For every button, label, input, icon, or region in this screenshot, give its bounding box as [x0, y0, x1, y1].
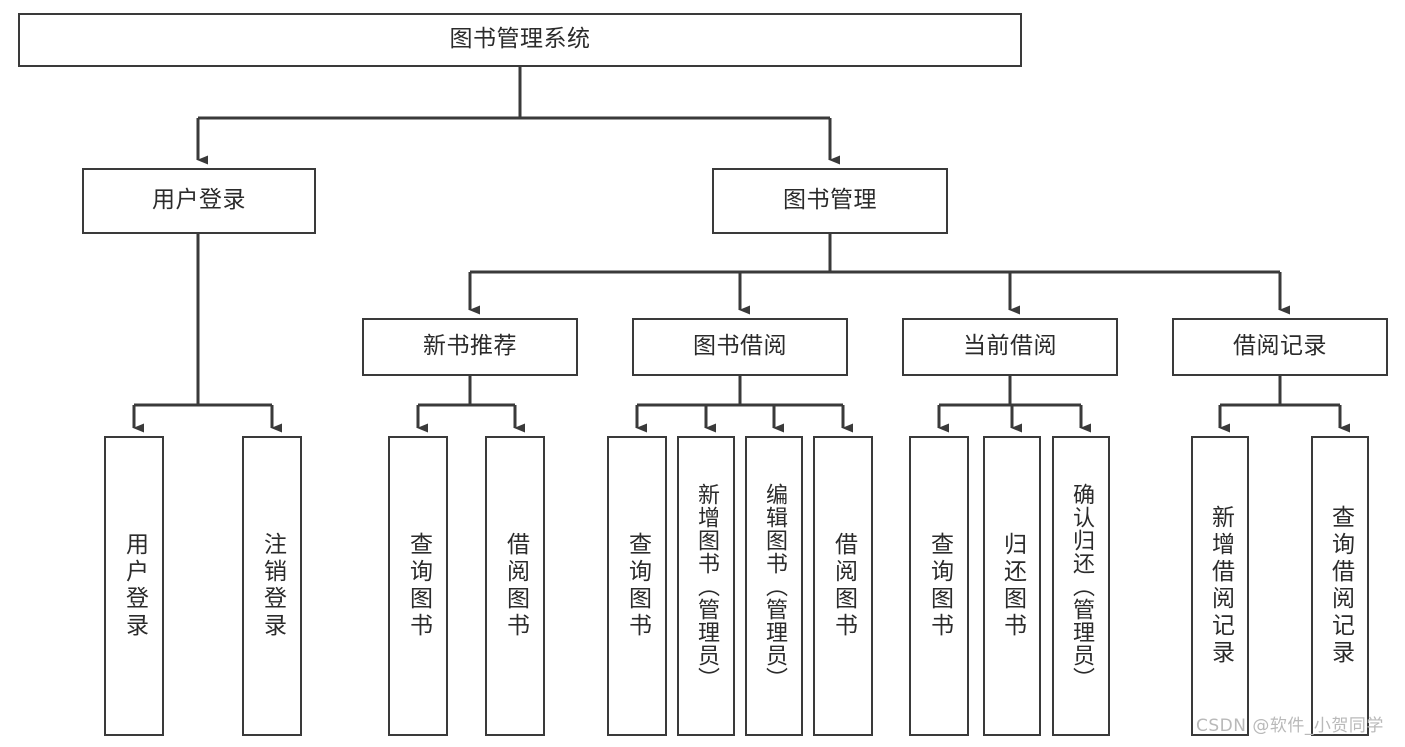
node-leaf-query-book-cur[interactable]: 查询图书	[909, 436, 969, 736]
node-label-leaf-user-login: 用户登录	[121, 532, 148, 640]
node-label-leaf-query-book-cur: 查询图书	[926, 532, 953, 640]
node-label-leaf-borrow-book: 借阅图书	[830, 532, 857, 640]
node-current-borrow[interactable]: 当前借阅	[902, 318, 1118, 376]
watermark-text: CSDN @软件_小贺同学	[1196, 716, 1384, 736]
node-leaf-logout[interactable]: 注销登录	[242, 436, 302, 736]
node-label-root: 图书管理系统	[449, 26, 591, 53]
node-label-leaf-confirm-return: 确认归还（管理员）	[1069, 482, 1094, 690]
node-label-leaf-add-record: 新增借阅记录	[1207, 505, 1234, 667]
node-label-leaf-add-book: 新增图书（管理员）	[694, 482, 719, 690]
node-new-book-recommend[interactable]: 新书推荐	[362, 318, 578, 376]
node-label-borrow-record: 借阅记录	[1233, 333, 1327, 360]
node-leaf-add-book[interactable]: 新增图书（管理员）	[677, 436, 735, 736]
node-label-leaf-return-book: 归还图书	[999, 532, 1026, 640]
node-user-login[interactable]: 用户登录	[82, 168, 316, 234]
node-book-manage[interactable]: 图书管理	[712, 168, 948, 234]
node-leaf-borrow-book[interactable]: 借阅图书	[813, 436, 873, 736]
node-leaf-user-login[interactable]: 用户登录	[104, 436, 164, 736]
node-leaf-confirm-return[interactable]: 确认归还（管理员）	[1052, 436, 1110, 736]
node-label-book-borrow: 图书借阅	[693, 333, 787, 360]
node-leaf-borrow-book-rec[interactable]: 借阅图书	[485, 436, 545, 736]
node-label-leaf-query-book-borrow: 查询图书	[624, 532, 651, 640]
node-label-leaf-query-book-rec: 查询图书	[405, 532, 432, 640]
node-label-book-manage: 图书管理	[783, 187, 877, 214]
node-leaf-query-book-borrow[interactable]: 查询图书	[607, 436, 667, 736]
node-leaf-add-record[interactable]: 新增借阅记录	[1191, 436, 1249, 736]
node-root-system[interactable]: 图书管理系统	[18, 13, 1022, 67]
node-label-user-login: 用户登录	[152, 187, 246, 214]
node-label-leaf-borrow-book-rec: 借阅图书	[502, 532, 529, 640]
node-borrow-record[interactable]: 借阅记录	[1172, 318, 1388, 376]
node-leaf-return-book[interactable]: 归还图书	[983, 436, 1041, 736]
node-label-current-borrow: 当前借阅	[963, 333, 1057, 360]
node-label-new-book-recommend: 新书推荐	[423, 333, 517, 360]
node-leaf-edit-book[interactable]: 编辑图书（管理员）	[745, 436, 803, 736]
node-leaf-query-book-rec[interactable]: 查询图书	[388, 436, 448, 736]
node-leaf-query-record[interactable]: 查询借阅记录	[1311, 436, 1369, 736]
node-label-leaf-logout: 注销登录	[259, 532, 286, 640]
node-label-leaf-edit-book: 编辑图书（管理员）	[762, 482, 787, 690]
node-book-borrow[interactable]: 图书借阅	[632, 318, 848, 376]
node-label-leaf-query-record: 查询借阅记录	[1327, 505, 1354, 667]
